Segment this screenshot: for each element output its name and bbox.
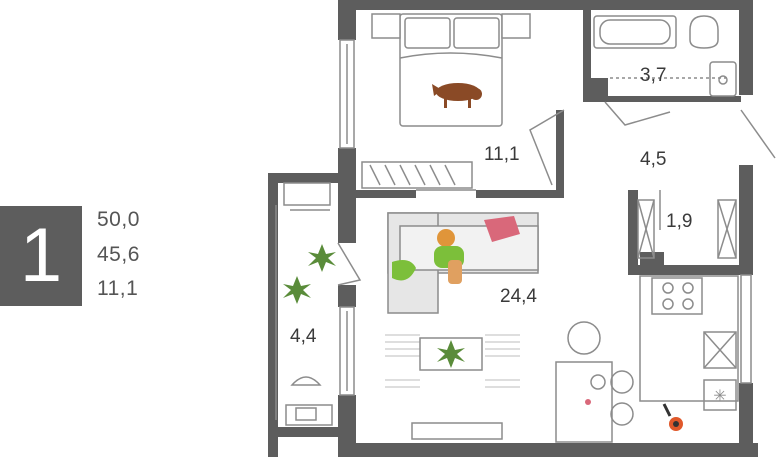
total-area: 50,0 (97, 208, 140, 231)
bathtub-icon (593, 15, 677, 49)
third-area: 11,1 (97, 277, 139, 300)
svg-text:✳: ✳ (713, 388, 726, 405)
room-area-living-kitchen: 24,4 (500, 286, 537, 307)
dog-icon (432, 83, 482, 108)
room-count-badge: 1 (0, 206, 82, 306)
room-area-hallway: 4,5 (640, 149, 666, 170)
room-count-value: 1 (19, 213, 63, 298)
room-area-storage: 1,9 (666, 211, 692, 232)
pink-cushion-icon (484, 216, 520, 242)
tv-stand-icon (411, 422, 503, 440)
balcony-furniture (275, 182, 333, 426)
cat-icon (662, 403, 683, 431)
green-cushion-icon (392, 260, 416, 281)
room-area-bedroom: 11,1 (484, 144, 520, 165)
kitchen-counter: ✳ (639, 275, 739, 411)
coffee-table-icon (419, 337, 483, 371)
room-area-balcony: 4,4 (290, 326, 317, 347)
bed-icon (399, 13, 503, 127)
toilet-icon (689, 15, 719, 49)
plant-icon (283, 276, 311, 304)
sink-icon (709, 61, 737, 97)
living-area: 45,6 (97, 243, 140, 266)
person-icon (434, 229, 464, 284)
walls (268, 0, 758, 457)
fruit-icon (585, 399, 591, 405)
doors (337, 101, 776, 286)
dining-table-icon (555, 321, 634, 443)
nightstand-right-icon (501, 13, 531, 39)
plant-icon (308, 244, 336, 272)
room-area-bathroom: 3,7 (640, 65, 666, 86)
rug-icon (385, 334, 520, 388)
nightstand-left-icon (371, 13, 401, 39)
storage-shelves (637, 199, 737, 259)
windows (339, 39, 752, 396)
wardrobe-icon (361, 161, 473, 189)
bathroom-fixtures (593, 15, 737, 97)
